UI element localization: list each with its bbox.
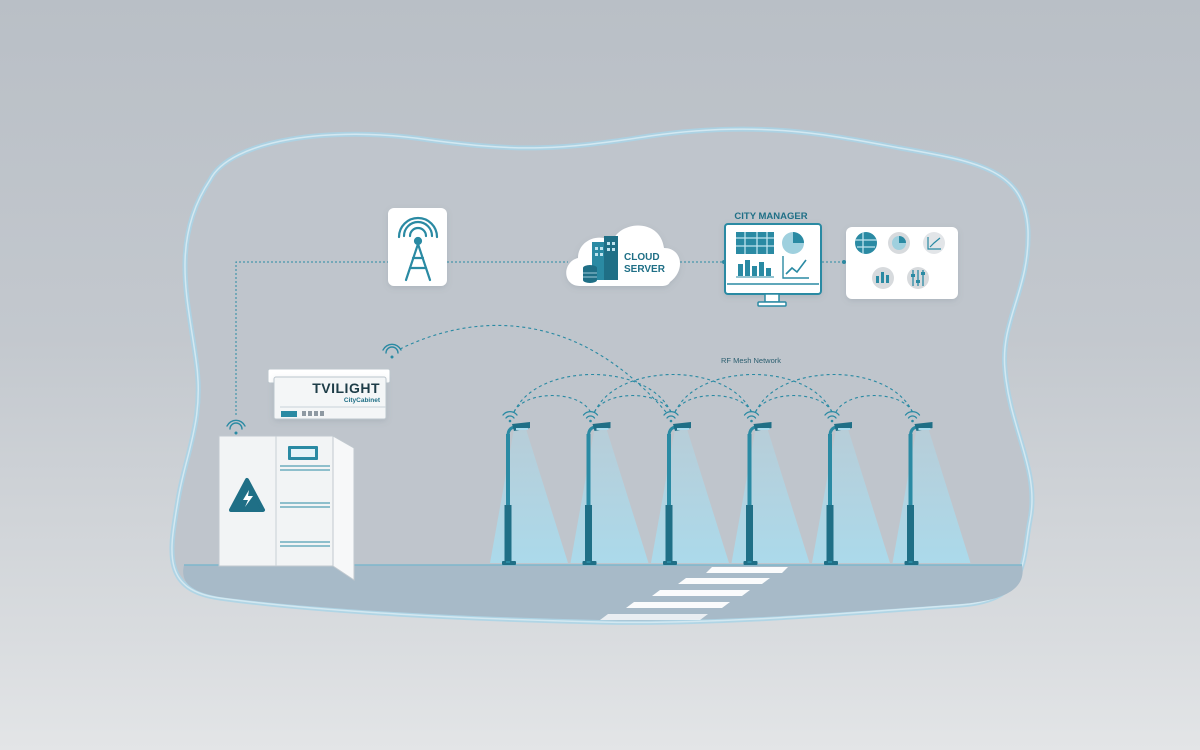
road-surface [183,565,1023,621]
streetlight-pole-sleeve [746,505,753,561]
wifi-icon [582,411,599,423]
streetlight-pole-sleeve [585,505,592,561]
line-chart-icon [923,232,945,254]
streetlight-lens [596,428,609,430]
mesh-arc [755,374,913,413]
wifi-arc [827,415,837,419]
cloud-server-label-line1: CLOUD [624,252,660,263]
streetlight [743,411,772,565]
mesh-arc [513,374,672,413]
server-building-icon [583,236,618,283]
streetlight-pole [586,434,591,563]
pie-chart-icon [888,232,910,254]
wifi-icon [502,411,518,423]
wifi-dot [830,419,834,423]
streetlight-pole-sleeve [826,505,834,561]
streetlight-lens [838,428,850,430]
map-icon [855,232,877,254]
wifi-icon [226,419,246,435]
link-node [842,260,846,264]
wifi-icon [904,411,921,423]
cloud-server-label-line2: SERVER [624,264,666,275]
wifi-dot [508,419,512,423]
streetlight [582,411,611,565]
streetlight [663,411,691,565]
pie-chart-icon [782,232,804,254]
wifi-arc [505,415,515,419]
streetlight-lens [677,428,689,430]
high-voltage-icon [229,478,265,512]
sliders-icon [907,267,929,289]
crosswalk [600,567,788,620]
city-boundary-inner [171,128,1033,624]
mesh-arc [674,374,833,413]
wifi-arc [666,415,676,419]
rf-mesh-links [513,374,913,413]
streetlight [502,411,530,565]
mesh-arc [594,395,672,413]
map-widget-icon [736,232,774,254]
wifi-arc [746,415,757,419]
mesh-arc [594,374,752,413]
bar-chart-icon [872,267,894,289]
line-chart-icon [782,256,809,279]
streetlight-pole [667,434,671,563]
streetlight-pole [828,434,832,563]
mesh-arc [674,395,752,413]
mesh-arc [835,395,913,413]
wifi-arc [904,411,921,416]
streetlight-pole [506,434,510,563]
streetlight [824,411,852,565]
cabinet-mesh-link [399,324,667,413]
electrical-cabinet [218,435,355,581]
city-manager-title: CITY MANAGER [734,211,807,222]
wifi-arc [743,411,760,416]
streetlight-pole-sleeve [907,505,914,561]
citycabinet-device [267,368,391,420]
streetlight-lens [918,428,931,430]
wifi-icon [824,411,840,423]
streetlight-pole-sleeve [504,505,512,561]
wifi-arc [502,411,518,416]
streetlight-lens [516,428,528,430]
wifi-arc [582,411,599,416]
wifi-icon [382,343,402,359]
streetlights [502,411,933,565]
wifi-icon [743,411,760,423]
mesh-arc [755,395,833,413]
rf-mesh-label: RF Mesh Network [721,356,781,365]
citycabinet-brand: TVILIGHT [312,380,380,396]
wifi-dot [589,419,592,423]
streetlight-lens [757,428,770,430]
streetlight [904,411,933,565]
wifi-icon [663,411,679,423]
citycabinet-model: CityCabinet [344,397,381,404]
radio-tower-icon [397,216,439,282]
streetlight-pole [908,434,913,563]
wifi-arc [663,411,679,416]
wifi-arc [824,411,840,416]
streetlight-pole-sleeve [665,505,673,561]
mesh-arc [513,395,591,413]
wifi-dot [669,419,673,423]
wifi-dot [750,419,753,423]
wifi-dot [911,419,914,423]
wifi-arc [907,415,918,419]
wifi-arc [585,415,596,419]
streetlight-pole [747,434,752,563]
bar-chart-icon [736,260,774,278]
